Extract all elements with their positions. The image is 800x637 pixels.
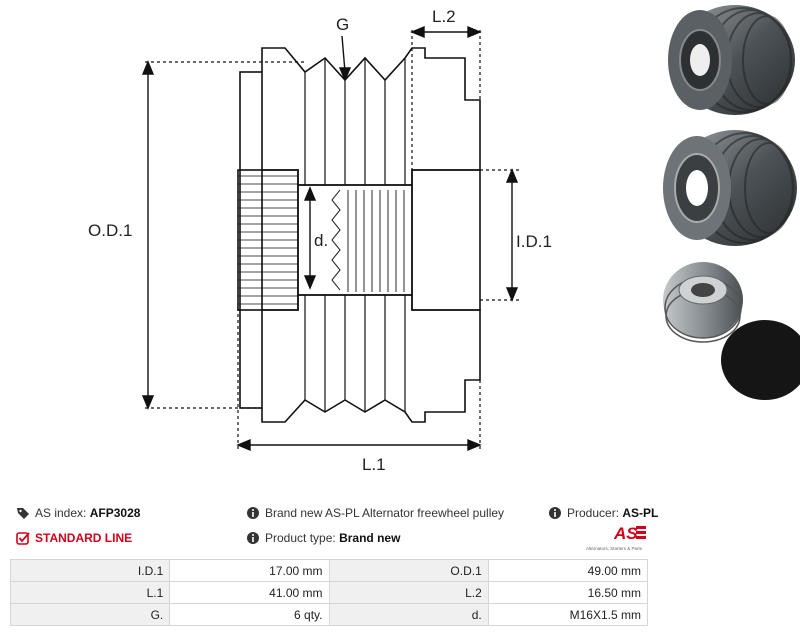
as-index-value: AFP3028	[89, 506, 141, 520]
spec-key: I.D.1	[9, 559, 171, 582]
label-id1: I.D.1	[516, 232, 552, 251]
info-icon	[549, 507, 561, 519]
spec-value: M16X1.5 mm	[487, 603, 649, 626]
groove-ribs	[304, 58, 406, 412]
photo-pulley-front	[668, 5, 795, 115]
label-d: d.	[314, 231, 328, 250]
photo-pulley-rear	[663, 130, 797, 246]
info-icon	[247, 532, 259, 544]
spec-key: d.	[328, 603, 489, 626]
label-l1: L.1	[362, 455, 386, 474]
info-icon	[247, 507, 259, 519]
spec-key: L.1	[9, 581, 171, 604]
producer-value: AS-PL	[622, 506, 659, 520]
spec-key: L.2	[328, 581, 489, 604]
as-pl-logo: AS Alternators, Starters & Parts	[586, 524, 646, 551]
producer-label: Producer:	[567, 506, 620, 520]
product-photos	[663, 5, 800, 400]
thread-lines	[347, 190, 405, 292]
spec-key: O.D.1	[328, 559, 489, 582]
label-l2: L.2	[432, 7, 456, 26]
label-od1: O.D.1	[88, 221, 132, 240]
label-g: G	[336, 15, 349, 34]
spec-value: 17.00 mm	[169, 559, 330, 582]
spec-key: G.	[9, 603, 171, 626]
product-type-label: Product type:	[265, 531, 336, 545]
standard-line: STANDARD LINE	[16, 531, 132, 545]
product-type: Product type: Brand new	[246, 531, 400, 545]
logo-tagline: Alternators, Starters & Parts	[586, 546, 643, 551]
product-type-value: Brand new	[339, 531, 401, 545]
logo-text: AS	[613, 524, 638, 543]
spec-value: 6 qty.	[169, 603, 330, 626]
pulley-outline	[261, 47, 481, 423]
spline-lines	[238, 175, 298, 305]
spec-row: G.6 qty.d.M16X1.5 mm	[9, 603, 649, 626]
pulley-technical-drawing: G L.2 O.D.1 d. I.D.1 L.1	[88, 7, 552, 474]
spec-value: 16.50 mm	[487, 581, 649, 604]
as-index: AS index: AFP3028	[16, 506, 140, 520]
description: Brand new AS-PL Alternator freewheel pul…	[246, 506, 504, 520]
photo-pulley-with-cap	[663, 262, 800, 400]
spec-value: 41.00 mm	[169, 581, 330, 604]
spec-value: 49.00 mm	[487, 559, 649, 582]
right-bore	[411, 169, 481, 311]
check-square-icon	[16, 532, 30, 545]
description-text: Brand new AS-PL Alternator freewheel pul…	[265, 506, 505, 520]
tags-icon	[17, 508, 29, 519]
thread-profile	[331, 189, 341, 291]
as-index-label: AS index:	[35, 506, 87, 520]
standard-line-label: STANDARD LINE	[35, 531, 133, 545]
producer: Producer: AS-PL	[548, 506, 658, 520]
